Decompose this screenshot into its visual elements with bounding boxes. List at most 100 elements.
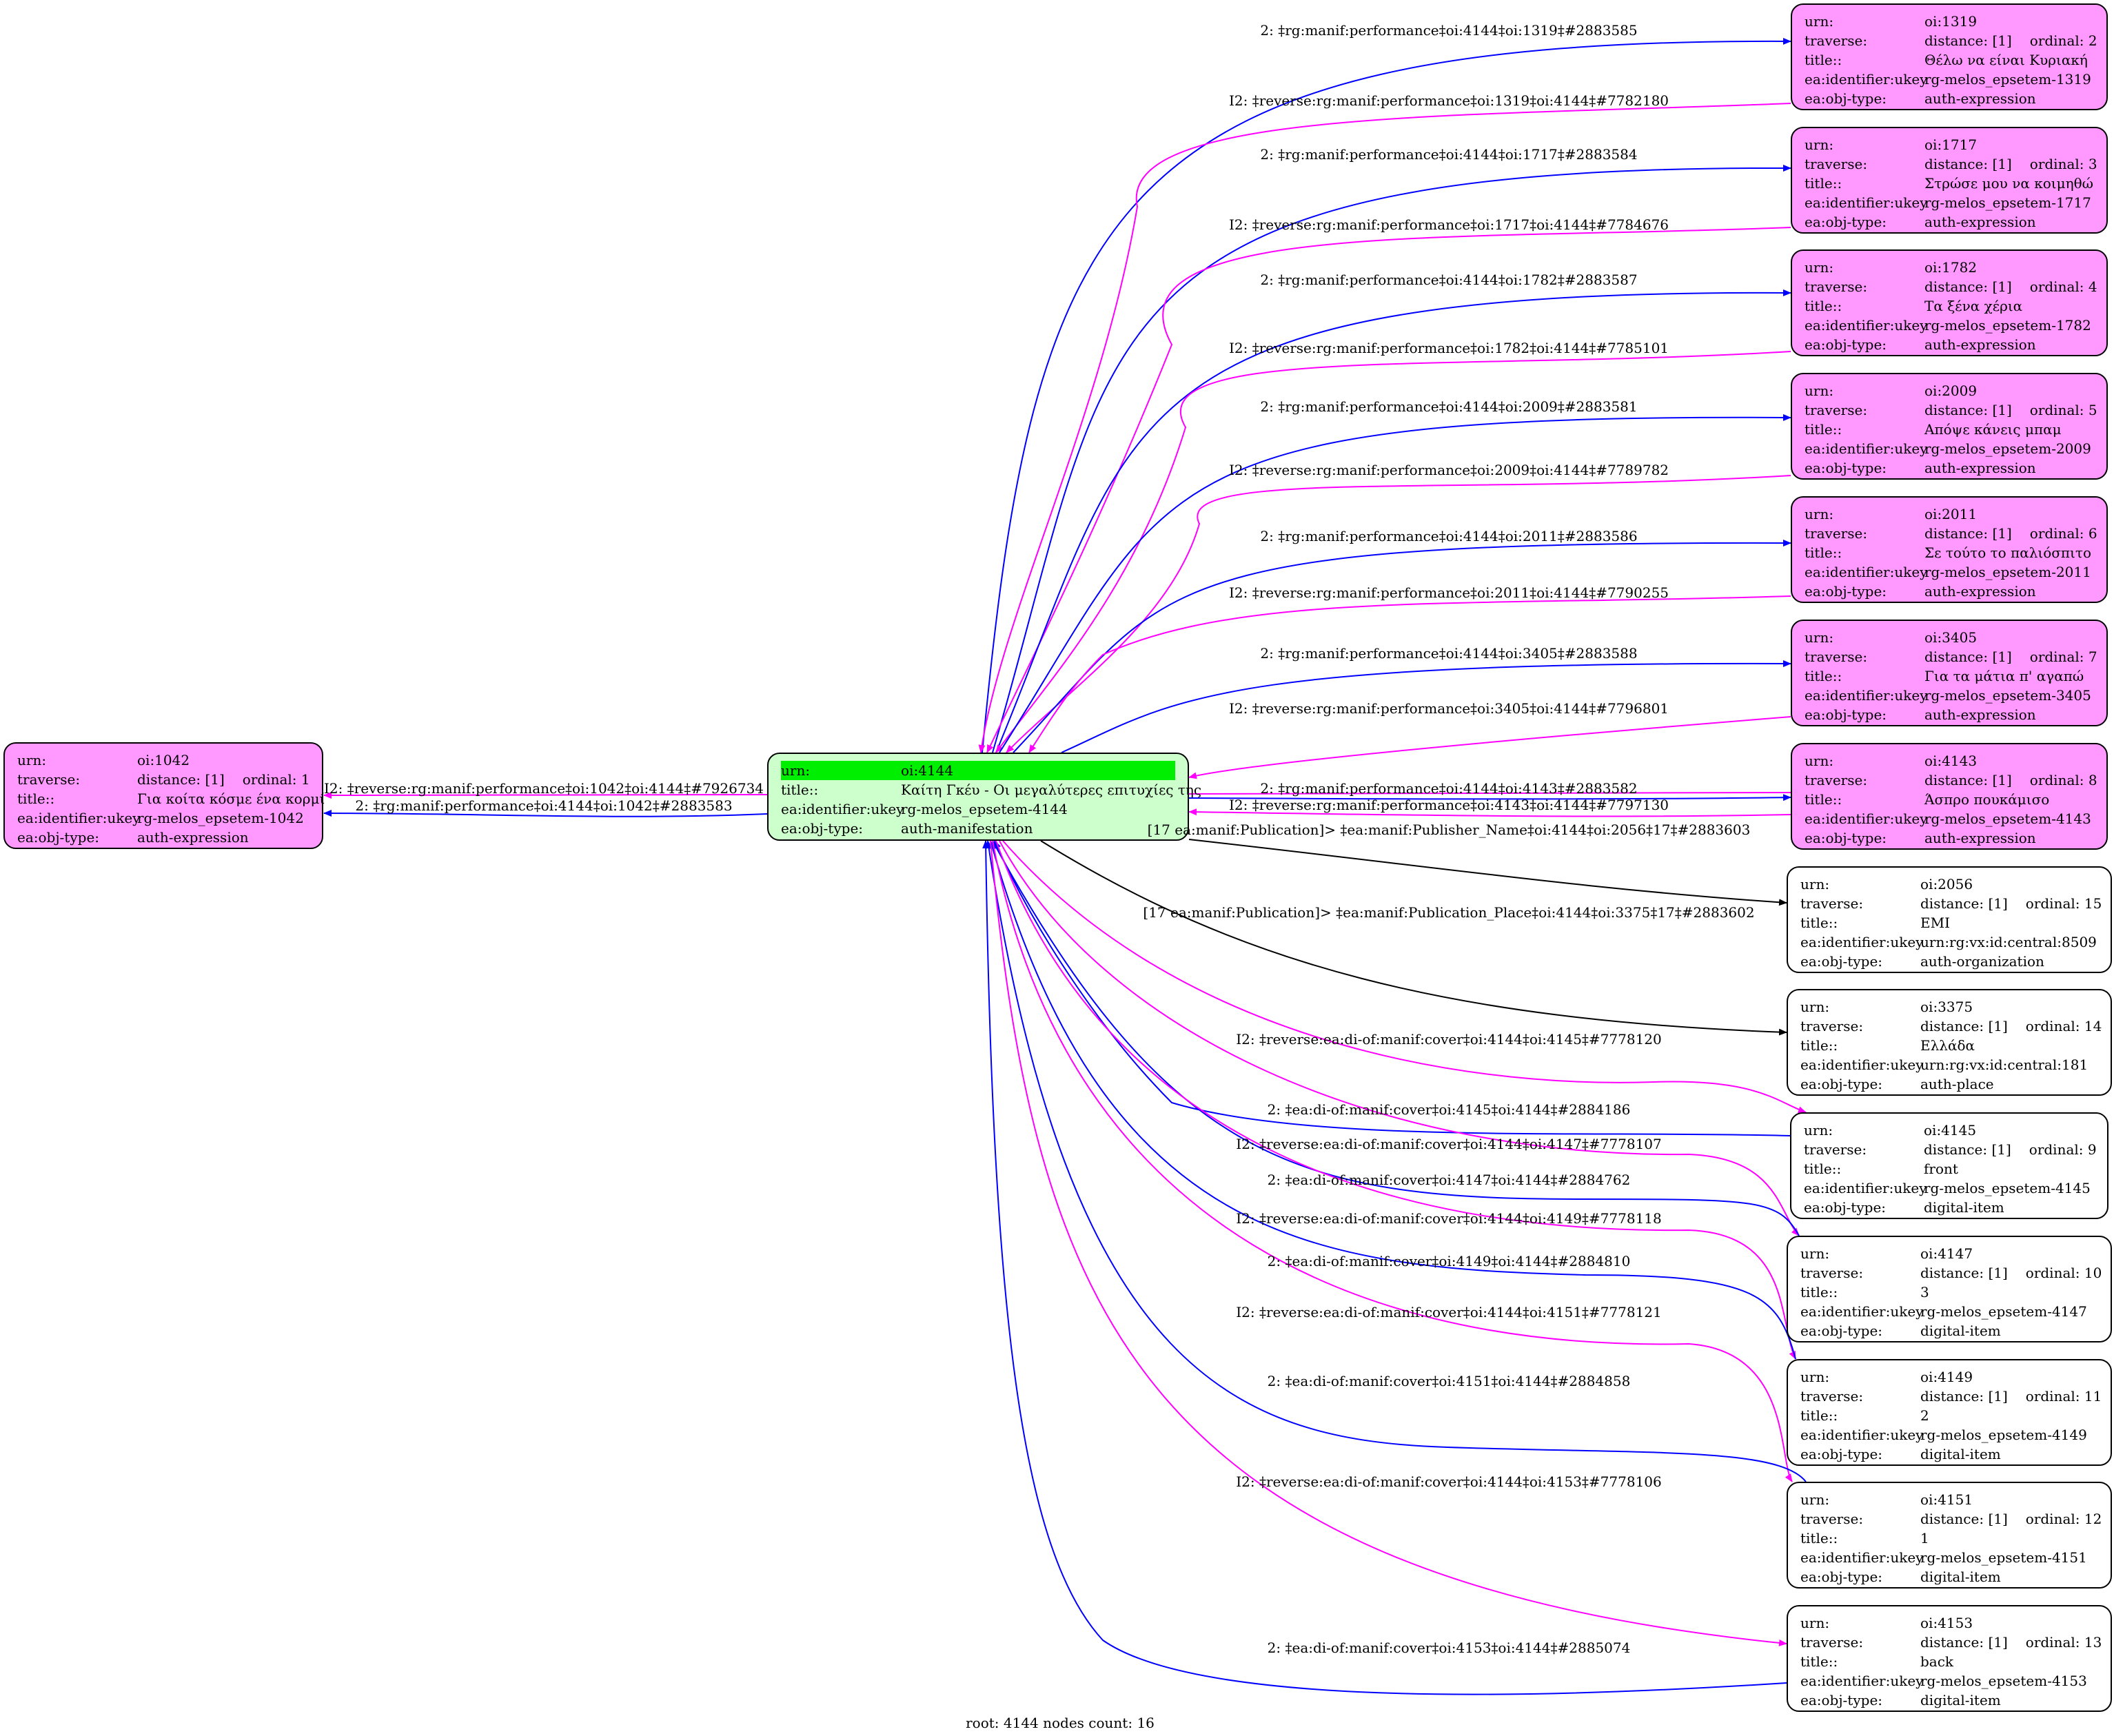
objtype-value: auth-expression <box>1924 460 2036 476</box>
ordinal-value: ordinal: 13 <box>2025 1634 2102 1651</box>
edge-24 <box>992 840 1793 1482</box>
urn-value: oi:4153 <box>1920 1615 1973 1631</box>
edge-label: 2: ‡rg:manif:performance‡oi:4144‡oi:4143… <box>1260 780 1638 797</box>
ukey-value: rg-melos_epsetem-4143 <box>1924 810 2091 827</box>
edge-22 <box>995 840 1796 1360</box>
urn-value: oi:4145 <box>1924 1122 1977 1138</box>
edge-label: 2: ‡rg:manif:performance‡oi:4144‡oi:1782… <box>1260 272 1638 288</box>
ukey-label: ea:identifier:ukey <box>781 801 904 817</box>
ordinal-value: ordinal: 14 <box>2025 1018 2102 1034</box>
ordinal-value: ordinal: 5 <box>2029 402 2097 418</box>
edge-label: 2: ‡rg:manif:performance‡oi:4144‡oi:2011… <box>1260 528 1638 544</box>
urn-value: oi:4143 <box>1924 753 1978 769</box>
edge-23 <box>989 840 1796 1360</box>
ordinal-value: ordinal: 1 <box>242 771 310 788</box>
urn-label: urn: <box>781 761 901 780</box>
edge-18 <box>1002 840 1807 1114</box>
urn-label: urn: <box>1805 259 1834 276</box>
distance-value: distance: [1] <box>1920 895 2008 912</box>
urn-label: urn: <box>1800 1245 1830 1262</box>
objtype-label: ea:obj-type: <box>1800 1446 1883 1462</box>
edge-25 <box>985 840 1807 1482</box>
urn-label: urn: <box>1805 506 1834 522</box>
title-label: title:: <box>17 790 55 807</box>
edge-27 <box>982 840 1787 1695</box>
edge-13 <box>1188 716 1791 779</box>
urn-label: urn: <box>1800 876 1830 892</box>
urn-value: oi:3375 <box>1920 999 1973 1015</box>
objtype-label: ea:obj-type: <box>1805 706 1887 723</box>
traverse-label: traverse: <box>1800 1265 1864 1281</box>
ukey-label: ea:identifier:ukey <box>1805 317 1928 334</box>
traverse-label: traverse: <box>17 771 81 788</box>
urn-label: urn: <box>1800 999 1830 1015</box>
distance-value: distance: [1] <box>137 771 225 788</box>
ukey-label: ea:identifier:ukey <box>1800 934 1924 950</box>
title-label: title:: <box>1805 668 1842 684</box>
distance-value: distance: [1] <box>1920 1634 2008 1651</box>
title-value: Άσπρο πουκάμισο <box>1924 791 2050 808</box>
edge-label: 2: ‡rg:manif:performance‡oi:4144‡oi:2009… <box>1260 398 1638 415</box>
urn-value: oi:2011 <box>1924 506 1978 522</box>
objtype-value: digital-item <box>1920 1446 2001 1462</box>
title-label: title:: <box>1804 1161 1842 1177</box>
urn-value: oi:1319 <box>1924 13 1978 30</box>
urn-label: urn: <box>1800 1491 1830 1508</box>
objtype-value: auth-expression <box>1924 583 2036 600</box>
edge-label: I2: ‡reverse:rg:manif:performance‡oi:104… <box>323 780 764 797</box>
edge-4 <box>992 164 1791 753</box>
traverse-label: traverse: <box>1800 1634 1864 1651</box>
objtype-value: auth-place <box>1920 1076 1994 1092</box>
objtype-label: ea:obj-type: <box>1805 460 1887 476</box>
urn-value: oi:1042 <box>137 752 190 768</box>
edge-label: I2: ‡reverse:ea:di-of:manif:cover‡oi:414… <box>1236 1210 1662 1227</box>
ordinal-value: ordinal: 3 <box>2029 156 2097 172</box>
ukey-label: ea:identifier:ukey <box>1800 1549 1924 1566</box>
ukey-label: ea:identifier:ukey <box>1800 1303 1924 1320</box>
ukey-value: rg-melos_epsetem-4151 <box>1920 1549 2087 1566</box>
ukey-label: ea:identifier:ukey <box>1800 1056 1924 1073</box>
ukey-value: urn:rg:vx:id:central:181 <box>1920 1056 2088 1073</box>
urn-label: urn: <box>1805 382 1834 399</box>
traverse-label: traverse: <box>1805 649 1868 665</box>
edge-3 <box>978 103 1791 753</box>
title-label: title:: <box>1800 1284 1838 1300</box>
objtype-label: ea:obj-type: <box>1800 1692 1883 1708</box>
urn-value: oi:4149 <box>1920 1369 1973 1385</box>
title-label: title:: <box>1800 1530 1838 1546</box>
title-value: 1 <box>1920 1530 1929 1546</box>
title-label: title:: <box>1800 1653 1838 1670</box>
ukey-label: ea:identifier:ukey <box>1805 564 1928 580</box>
ukey-label: ea:identifier:ukey <box>17 810 141 826</box>
urn-label: urn: <box>1805 13 1834 30</box>
ukey-value: rg-melos_epsetem-1717 <box>1924 194 2091 211</box>
objtype-value: digital-item <box>1920 1323 2001 1339</box>
edge-label: 2: ‡rg:manif:performance‡oi:4144‡oi:1717… <box>1260 146 1638 163</box>
edge-label: 2: ‡rg:manif:performance‡oi:4144‡oi:1319… <box>1260 22 1638 39</box>
title-value: front <box>1924 1161 1958 1177</box>
title-value: Τα ξένα χέρια <box>1924 298 2023 314</box>
root-node[interactable]: urn:oi:4144 title::Καίτη Γκέυ - Οι μεγαλ… <box>767 753 1201 841</box>
objtype-label: ea:obj-type: <box>1805 336 1887 353</box>
objtype-value: auth-expression <box>1924 706 2036 723</box>
objtype-label: ea:obj-type: <box>1805 583 1887 600</box>
urn-label: urn: <box>1804 1122 1833 1138</box>
objtype-value: auth-expression <box>1924 214 2036 230</box>
edge-26 <box>990 840 1787 1646</box>
edge-6 <box>995 289 1791 753</box>
